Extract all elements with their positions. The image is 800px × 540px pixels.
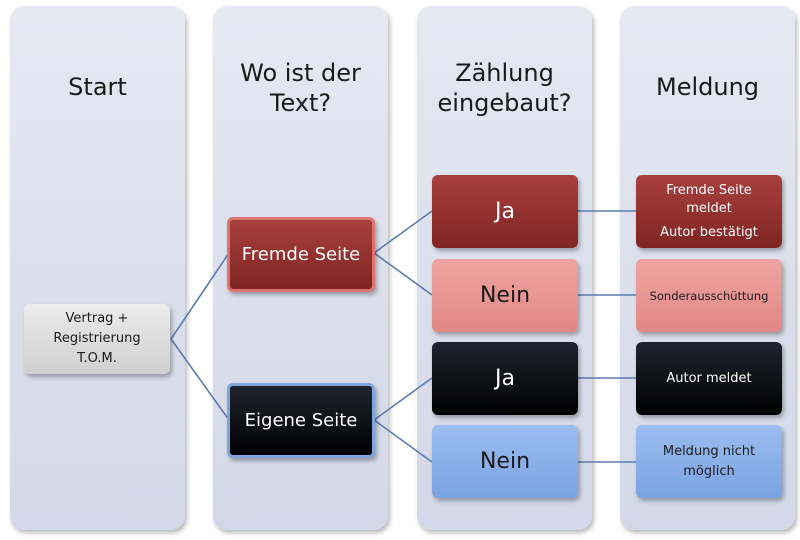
- connector-fremde-nein: [373, 252, 433, 296]
- node-fremde-seite: Fremde Seite: [227, 217, 375, 292]
- column-title-counting: Zählung eingebaut?: [437, 59, 572, 117]
- report-fremde-ja-line-3: Autor bestätigt: [660, 224, 758, 240]
- report-eigene-nein-line-2: möglich: [683, 463, 735, 479]
- connector-start-eigene: [170, 338, 230, 421]
- report-eigene-ja: Autor meldet: [636, 342, 782, 415]
- report-fremde-nein: Sonderausschüttung: [636, 259, 782, 332]
- start-box-line-3: T.O.M.: [77, 351, 117, 366]
- column-start: Start: [10, 6, 185, 530]
- node-eigene-nein: Nein: [432, 425, 578, 498]
- connector-fremde-ja: [373, 210, 433, 254]
- connector-start-fremde: [170, 252, 230, 340]
- start-box-line-1: Vertrag +: [65, 311, 129, 326]
- node-fremde-ja: Ja: [432, 175, 578, 248]
- start-box: Vertrag + Registrierung T.O.M.: [24, 304, 170, 374]
- column-title-start: Start: [68, 73, 127, 101]
- node-eigene-nein-label: Nein: [479, 449, 531, 474]
- node-fremde-nein: Nein: [432, 259, 578, 332]
- report-eigene-nein-line-1: Meldung nicht: [662, 443, 756, 459]
- node-fremde-ja-label: Ja: [495, 199, 515, 224]
- column-title-report: Meldung: [655, 73, 760, 101]
- connector-eigene-nein: [373, 419, 433, 463]
- report-fremde-ja-line-1: Fremde Seite: [666, 182, 752, 198]
- node-eigene-seite-label: Eigene Seite: [244, 410, 358, 431]
- node-eigene-seite: Eigene Seite: [227, 383, 375, 458]
- node-fremde-nein-label: Nein: [479, 283, 531, 308]
- node-eigene-ja-label: Ja: [495, 366, 515, 391]
- report-fremde-nein-label: Sonderausschüttung: [649, 288, 769, 303]
- report-eigene-nein: Meldung nicht möglich: [636, 425, 782, 498]
- report-eigene-ja-label: Autor meldet: [666, 370, 752, 386]
- connector-eigene-ja: [373, 377, 433, 421]
- report-fremde-ja-line-2: meldet: [686, 200, 732, 216]
- node-eigene-ja: Ja: [432, 342, 578, 415]
- report-fremde-ja: Fremde Seite meldet Autor bestätigt: [636, 175, 782, 248]
- node-fremde-seite-label: Fremde Seite: [241, 244, 361, 265]
- column-title-text-location: Wo ist der Text?: [240, 59, 361, 117]
- start-box-line-2: Registrierung: [53, 331, 141, 346]
